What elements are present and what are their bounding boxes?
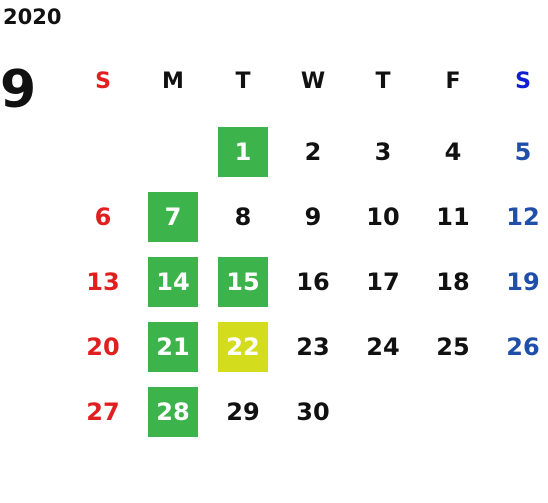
empty-day-cell (68, 125, 138, 179)
day-cell[interactable]: 5 (488, 125, 548, 179)
day-number (78, 127, 128, 177)
day-cell[interactable]: 30 (278, 385, 348, 439)
week-row: 6 7 8 9 10 11 12 (68, 190, 548, 244)
day-cell[interactable]: 29 (208, 385, 278, 439)
day-number: 22 (218, 322, 268, 372)
weekday-header-saturday: S (515, 68, 531, 94)
empty-day-cell (418, 385, 488, 439)
day-cell[interactable]: 13 (68, 255, 138, 309)
day-number: 21 (148, 322, 198, 372)
day-cell-highlight-green[interactable]: 28 (138, 385, 208, 439)
day-cell-highlight-green[interactable]: 14 (138, 255, 208, 309)
day-cell[interactable]: 23 (278, 320, 348, 374)
empty-day-cell (348, 385, 418, 439)
week-row: 13 14 15 16 17 18 19 (68, 255, 548, 309)
day-number: 26 (506, 333, 540, 361)
day-cell[interactable]: 8 (208, 190, 278, 244)
day-cell[interactable]: 26 (488, 320, 548, 374)
day-number: 11 (436, 203, 470, 231)
day-cell-highlight-green[interactable]: 7 (138, 190, 208, 244)
day-cell[interactable]: 20 (68, 320, 138, 374)
day-cell[interactable]: 2 (278, 125, 348, 179)
day-number: 29 (226, 398, 260, 426)
day-number: 2 (304, 138, 322, 166)
day-cell[interactable]: 17 (348, 255, 418, 309)
day-cell[interactable]: 19 (488, 255, 548, 309)
empty-day-cell (488, 385, 548, 439)
day-number: 20 (86, 333, 120, 361)
weekday-header-row: S M T W T F S (68, 54, 548, 108)
day-number: 27 (86, 398, 120, 426)
day-cell[interactable]: 18 (418, 255, 488, 309)
day-cell[interactable]: 11 (418, 190, 488, 244)
day-cell-highlight-yellow[interactable]: 22 (208, 320, 278, 374)
day-number: 17 (366, 268, 400, 296)
weekday-header-monday: M (162, 68, 184, 94)
day-number: 1 (218, 127, 268, 177)
day-number: 24 (366, 333, 400, 361)
day-number: 18 (436, 268, 470, 296)
year-label: 2020 (3, 5, 62, 29)
month-label: 9 (0, 60, 37, 120)
weekday-header-wednesday: W (300, 68, 326, 94)
day-cell[interactable]: 25 (418, 320, 488, 374)
day-number: 16 (296, 268, 330, 296)
weekday-header-friday: F (445, 68, 461, 94)
day-number (428, 387, 478, 437)
day-number: 28 (148, 387, 198, 437)
day-number (498, 387, 548, 437)
day-number: 12 (506, 203, 540, 231)
day-number: 14 (148, 257, 198, 307)
day-number (358, 387, 408, 437)
week-row: 27 28 29 30 (68, 385, 548, 439)
day-cell[interactable]: 10 (348, 190, 418, 244)
day-number: 19 (506, 268, 540, 296)
day-cell-highlight-green[interactable]: 15 (208, 255, 278, 309)
day-number: 23 (296, 333, 330, 361)
day-number: 25 (436, 333, 470, 361)
day-number: 15 (218, 257, 268, 307)
day-number: 13 (86, 268, 120, 296)
day-cell[interactable]: 24 (348, 320, 418, 374)
day-cell-highlight-green[interactable]: 21 (138, 320, 208, 374)
day-cell[interactable]: 27 (68, 385, 138, 439)
day-number: 10 (366, 203, 400, 231)
day-number: 6 (94, 203, 112, 231)
day-cell[interactable]: 4 (418, 125, 488, 179)
week-row: 1 2 3 4 5 (68, 125, 548, 179)
day-cell[interactable]: 9 (278, 190, 348, 244)
day-cell[interactable]: 16 (278, 255, 348, 309)
day-number: 5 (514, 138, 532, 166)
day-number: 7 (148, 192, 198, 242)
weekday-header-thursday: T (375, 68, 391, 94)
week-row: 20 21 22 23 24 25 26 (68, 320, 548, 374)
day-number (148, 127, 198, 177)
day-cell[interactable]: 3 (348, 125, 418, 179)
empty-day-cell (138, 125, 208, 179)
weekday-header-tuesday: T (235, 68, 251, 94)
day-number: 8 (234, 203, 252, 231)
day-number: 9 (304, 203, 322, 231)
day-cell[interactable]: 6 (68, 190, 138, 244)
weekday-header-sunday: S (95, 68, 111, 94)
day-cell-highlight-green[interactable]: 1 (208, 125, 278, 179)
day-number: 3 (374, 138, 392, 166)
day-number: 30 (296, 398, 330, 426)
day-cell[interactable]: 12 (488, 190, 548, 244)
day-number: 4 (444, 138, 462, 166)
